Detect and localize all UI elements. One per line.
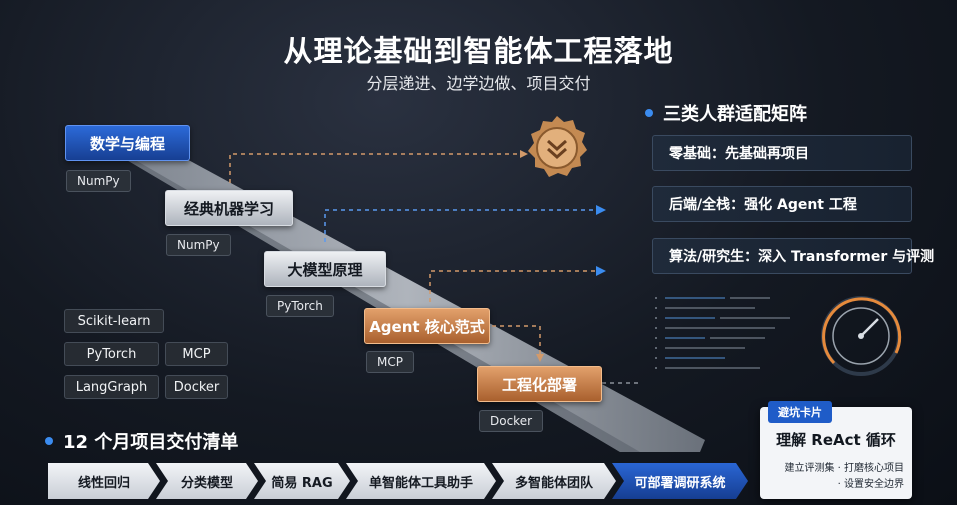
bullet-dot-icon <box>45 437 53 445</box>
page-subtitle: 分层递进、边学边做、项目交付 <box>366 74 591 93</box>
bullet-dot-icon <box>645 109 653 117</box>
matrix-heading: 三类人群适配矩阵 <box>645 100 807 126</box>
step-agent-paradigm: Agent 核心范式 <box>364 308 490 344</box>
step-tag: PyTorch <box>266 295 334 317</box>
step-tag: NumPy <box>166 234 231 256</box>
speed-gauge-icon <box>821 296 902 376</box>
step-tag: NumPy <box>66 170 131 192</box>
deliverable-linear-regression: 线性回归 <box>48 463 160 499</box>
tool-langgraph: LangGraph <box>64 375 159 399</box>
tip-card-label: 避坑卡片 <box>768 401 832 423</box>
matrix-item-backend: 后端/全栈：强化 Agent 工程 <box>652 186 912 222</box>
step-classic-ml: 经典机器学习 <box>165 190 293 226</box>
deliverable-deployable-system: 可部署调研系统 <box>612 463 748 499</box>
matrix-item-beginner: 零基础：先基础再项目 <box>652 135 912 171</box>
step-engineering-deploy: 工程化部署 <box>477 366 602 402</box>
tip-card-line: · 设置安全边界 <box>837 479 904 490</box>
step-tag: Docker <box>479 410 544 432</box>
tool-pytorch: PyTorch <box>64 342 159 366</box>
matrix-item-researcher: 算法/研究生：深入 Transformer 与评测 <box>652 238 934 274</box>
step-llm-principles: 大模型原理 <box>264 251 386 287</box>
deliverable-multi-agent: 多智能体团队 <box>492 463 616 499</box>
deliverables-heading: 12 个月项目交付清单 <box>45 428 238 454</box>
deliverable-single-agent: 单智能体工具助手 <box>346 463 496 499</box>
deliverable-simple-rag: 简易 RAG <box>254 463 350 499</box>
tool-scikit-learn: Scikit-learn <box>64 309 164 333</box>
step-math-programming: 数学与编程 <box>65 125 190 161</box>
tip-card: 避坑卡片 理解 ReAct 循环 建立评测集 · 打磨核心项目 · 设置安全边界 <box>760 401 912 499</box>
deliverables-title: 12 个月项目交付清单 <box>63 432 239 453</box>
deliverable-classification-model: 分类模型 <box>156 463 258 499</box>
tool-docker: Docker <box>165 375 228 399</box>
step-tag: MCP <box>366 351 414 373</box>
matrix-title: 三类人群适配矩阵 <box>663 104 807 125</box>
tool-mcp: MCP <box>165 342 228 366</box>
tip-card-title: 理解 ReAct 循环 <box>776 431 896 449</box>
tip-card-line: 建立评测集 · 打磨核心项目 <box>784 463 904 474</box>
page-title: 从理论基础到智能体工程落地 <box>283 34 674 68</box>
deliverables-timeline: 线性回归 分类模型 简易 RAG 单智能体工具助手 多智能体团队 可部署调研系统 <box>48 463 744 499</box>
badge-medal-icon <box>528 116 587 177</box>
